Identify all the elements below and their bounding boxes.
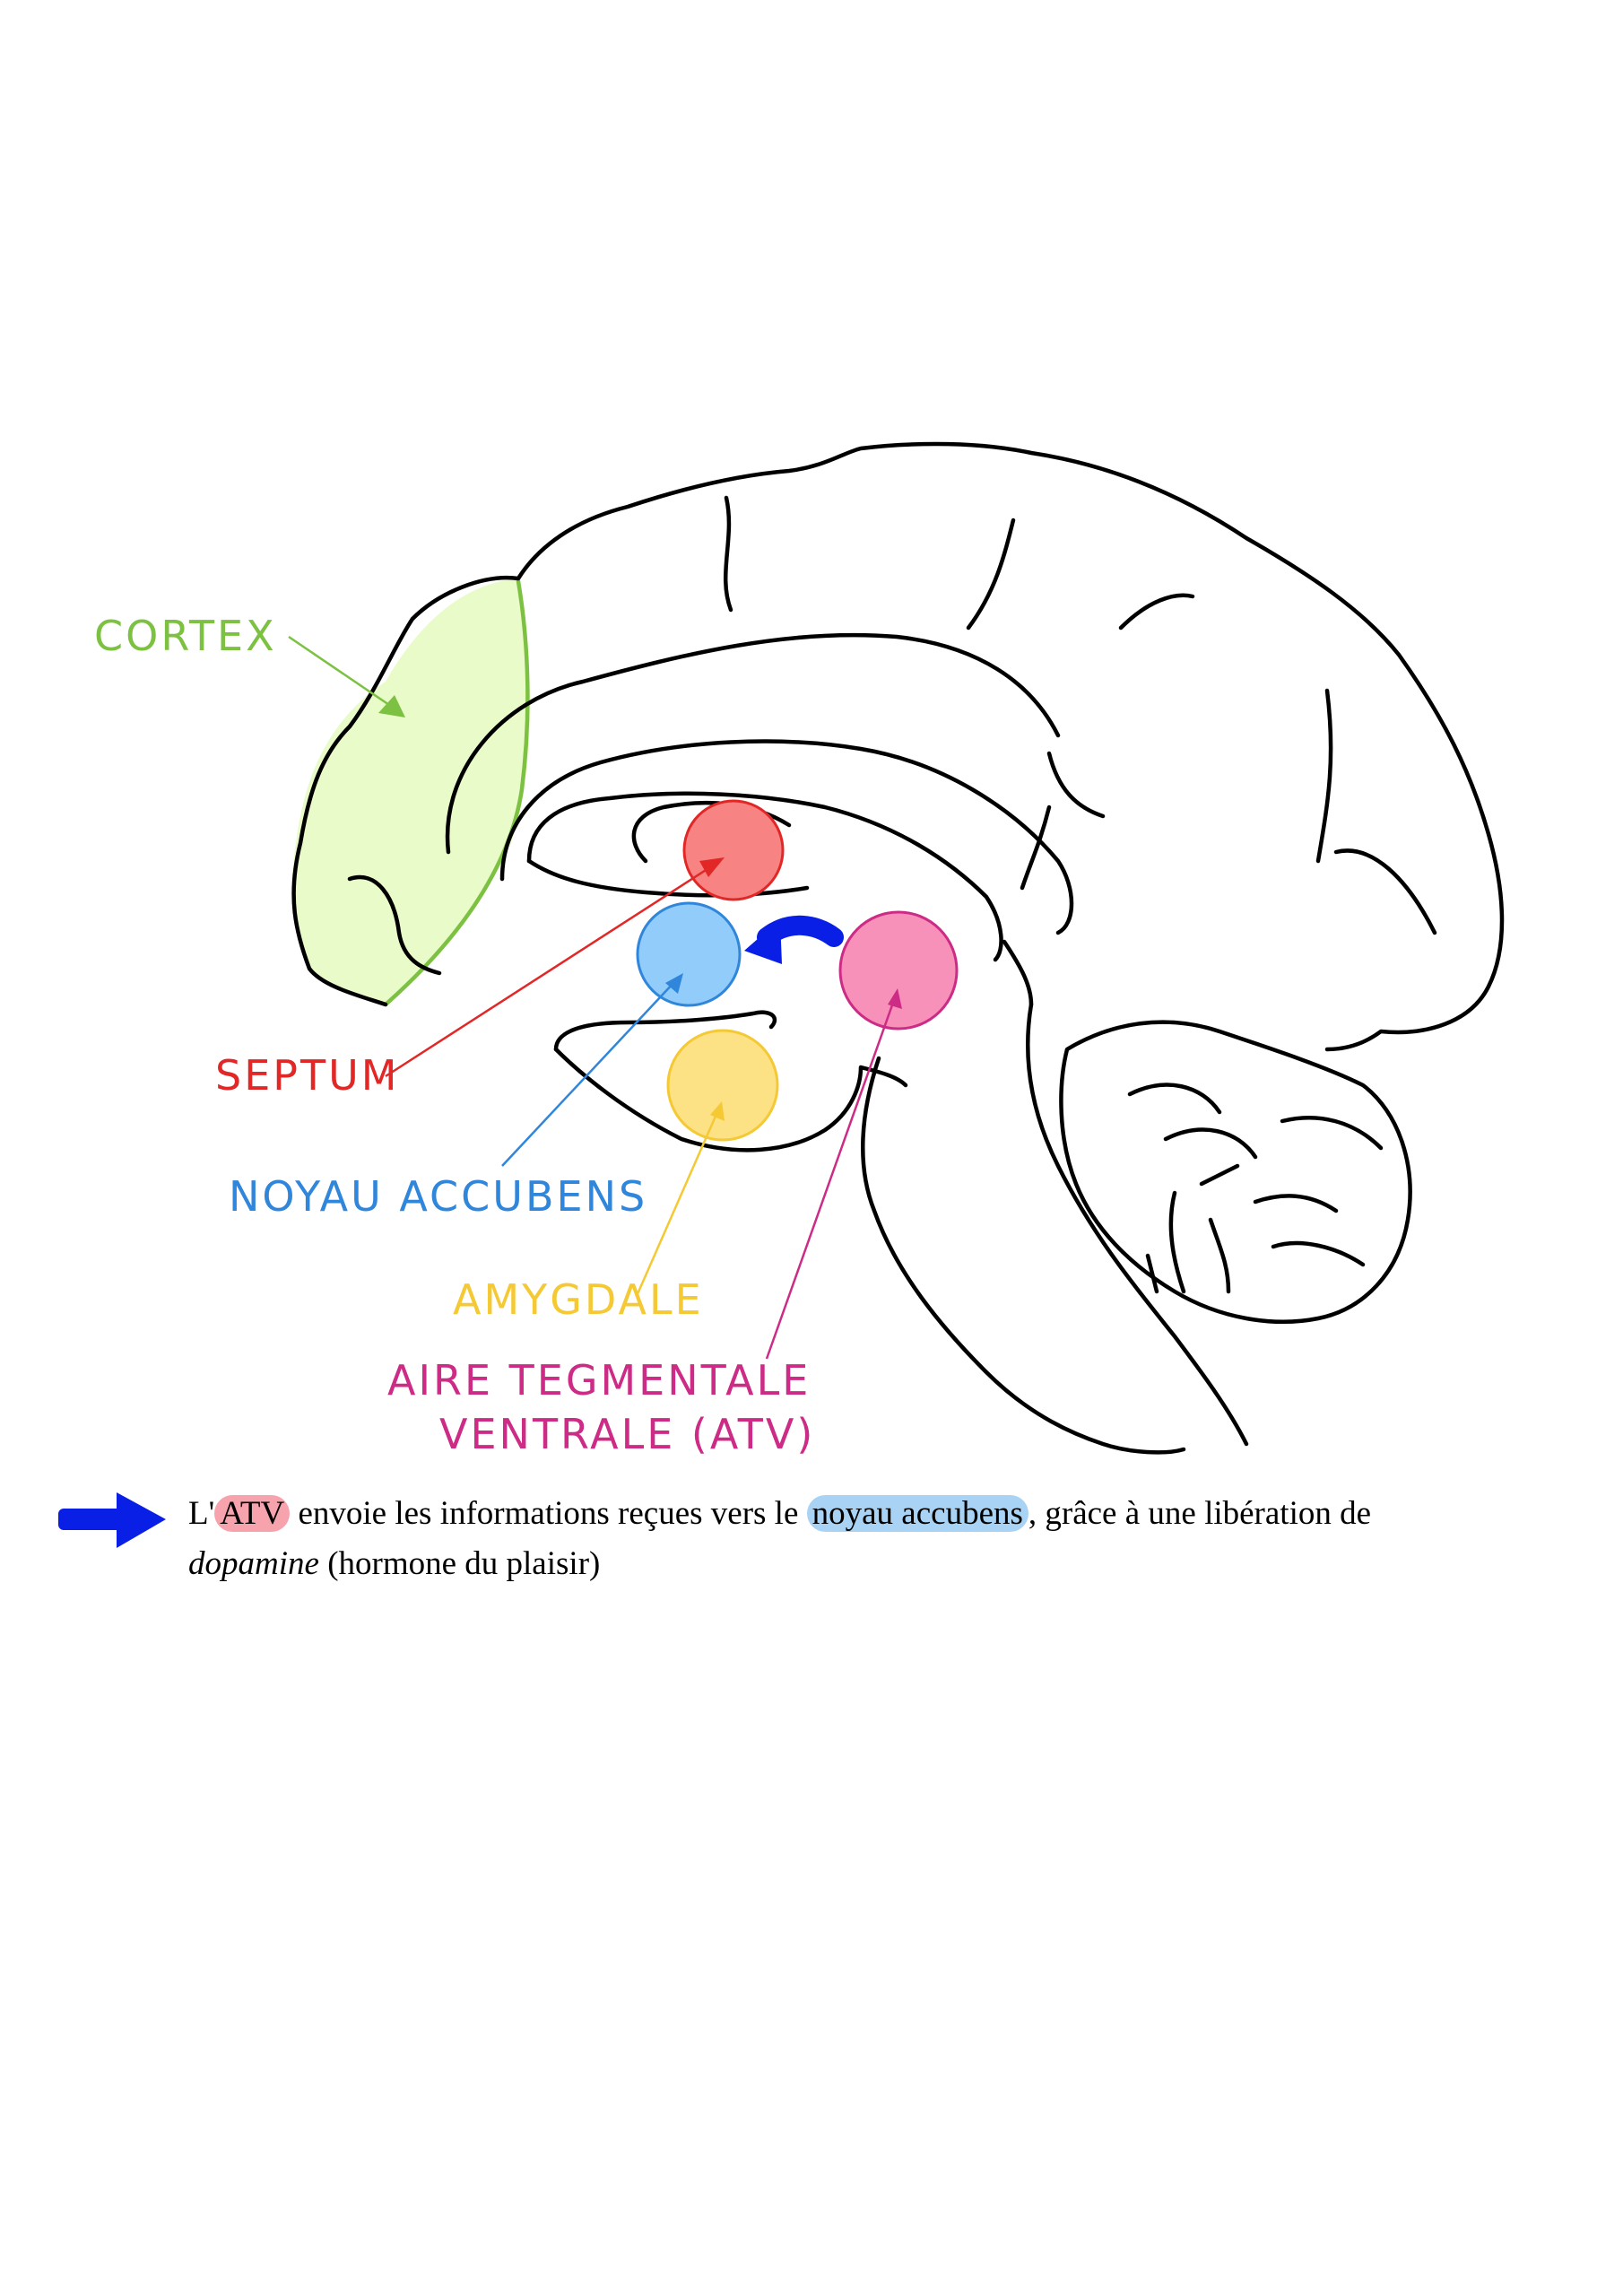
hypothalamus-outline	[553, 1047, 908, 1152]
caption-text1: envoie les informations reçues vers le	[290, 1495, 807, 1532]
cortex-pointer-head	[378, 695, 405, 718]
atv-pointer-head	[888, 988, 902, 1009]
caption-atv-highlight: ATV	[214, 1495, 291, 1532]
atv-label-line2: VENTRALE (ATV)	[439, 1410, 815, 1458]
gyrus-line	[966, 517, 1016, 631]
gyrus-line	[347, 874, 442, 976]
amygdale-pointer	[635, 1111, 719, 1297]
brainstem-front	[861, 1056, 1186, 1455]
caption-accubens-highlight: noyau accubens	[806, 1495, 1028, 1532]
brainstem-outline	[1026, 1002, 1249, 1447]
fornix	[526, 858, 810, 898]
ventricle-outline	[553, 1010, 777, 1052]
atv-label-line1: AIRE TEGMENTALE	[387, 1356, 811, 1405]
brainstem-inner	[1002, 939, 1034, 1007]
cortex-label: CORTEX	[94, 612, 277, 660]
amygdale-label: AMYGDALE	[453, 1275, 704, 1324]
cerebellum-folia	[1127, 1083, 1384, 1294]
gyrus-line	[1020, 804, 1052, 891]
gyrus-line	[1315, 688, 1333, 864]
amygdale-circle	[666, 1029, 779, 1142]
brain-diagram: CORTEX SEPTUM NOYAU ACCUBENS AMYGDALE AI…	[94, 441, 1505, 1458]
caption: L'ATV envoie les informations reçues ver…	[188, 1489, 1551, 1589]
atv-pointer	[765, 999, 896, 1360]
septum-pointer	[385, 864, 714, 1078]
accubens-circle	[636, 901, 742, 1007]
atv-circle	[838, 910, 959, 1031]
cortex-region	[291, 578, 530, 1004]
gyrus-line	[1333, 848, 1437, 935]
cerebellum-outline	[1059, 1020, 1412, 1324]
amygdale-pointer-head	[710, 1101, 725, 1121]
accubens-pointer	[501, 981, 675, 1167]
accubens-label: NOYAU ACCUBENS	[229, 1172, 647, 1221]
septum-label: SEPTUM	[215, 1051, 399, 1100]
accubens-pointer-head	[665, 973, 683, 994]
cingulate-gyrus	[445, 632, 1061, 855]
cortex-pointer	[288, 635, 395, 710]
corpus-callosum-outer	[499, 739, 1074, 935]
caption-arrow-icon	[58, 1492, 166, 1548]
caption-text2: , grâce à une libération de	[1028, 1495, 1372, 1532]
corpus-callosum-inner	[526, 791, 1003, 962]
brain-outline	[291, 441, 1505, 1052]
cortex-boundary	[383, 578, 530, 1007]
septum-pointer-head	[699, 857, 725, 877]
dopamine-arrowhead	[744, 919, 782, 964]
gyrus-line	[1118, 593, 1195, 631]
caption-prefix: L'	[188, 1495, 215, 1532]
septum-circle	[682, 799, 785, 901]
gyrus-line	[724, 495, 733, 613]
caption-text3: (hormone du plaisir)	[318, 1545, 601, 1582]
gyrus-line	[1046, 751, 1106, 819]
caption-dopamine: dopamine	[188, 1545, 319, 1582]
